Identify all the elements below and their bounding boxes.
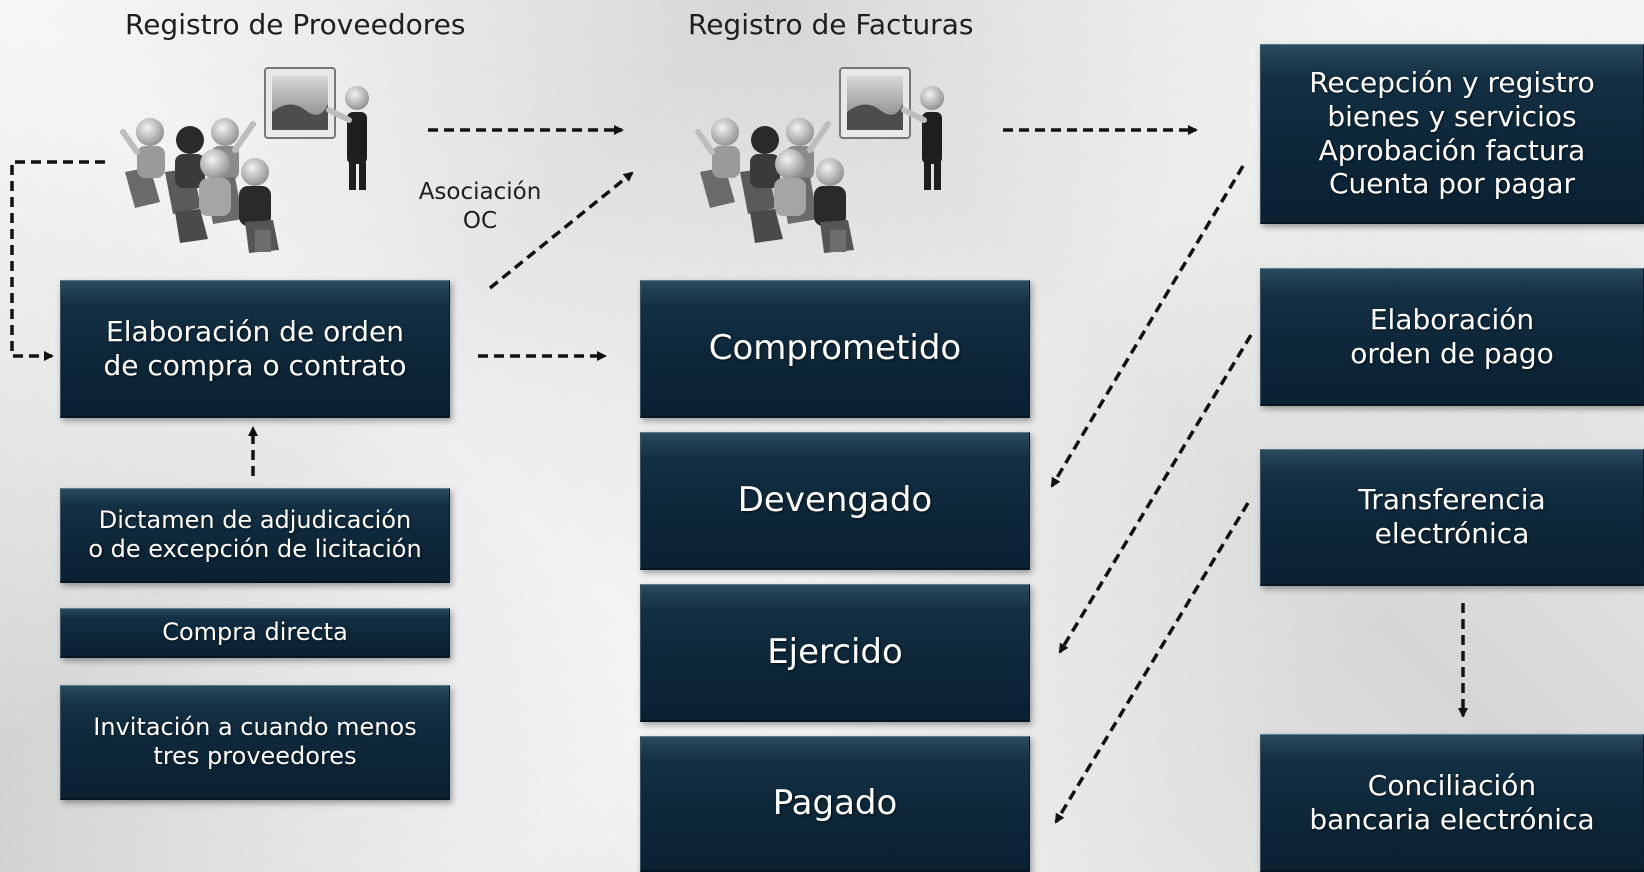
box-pagado: Pagado: [640, 736, 1030, 872]
arrow-asociacion-oc: [488, 171, 634, 290]
box-comprometido: Comprometido: [640, 280, 1030, 418]
arrow-recepcion-to-devengado: [1050, 165, 1245, 488]
asociacion-oc-label: Asociación OC: [418, 179, 542, 234]
box-invitacion-proveedores: Invitación a cuando menos tres proveedor…: [60, 685, 450, 800]
box-devengado: Devengado: [640, 432, 1030, 570]
box-transferencia-electronica: Transferencia electrónica: [1260, 449, 1644, 586]
heading-registro-proveedores: Registro de Proveedores: [125, 8, 466, 41]
box-elaboracion-orden-pago: Elaboración orden de pago: [1260, 268, 1644, 406]
arrow-transferencia-to-pagado: [1054, 502, 1250, 824]
box-conciliacion-bancaria: Conciliación bancaria electrónica: [1260, 734, 1644, 872]
presentation-meeting-icon: [695, 67, 944, 253]
box-ejercido: Ejercido: [640, 584, 1030, 722]
arrow-orden-pago-to-ejercido: [1058, 334, 1253, 654]
arrow-loop-to-orden: [10, 160, 105, 361]
box-compra-directa: Compra directa: [60, 608, 450, 658]
box-dictamen-adjudicacion: Dictamen de adjudicación o de excepción …: [60, 488, 450, 583]
box-elaboracion-orden-compra: Elaboración de orden de compra o contrat…: [60, 280, 450, 418]
heading-registro-facturas: Registro de Facturas: [688, 8, 974, 41]
presentation-meeting-icon: [120, 67, 369, 253]
box-recepcion-registro: Recepción y registro bienes y servicios …: [1260, 44, 1644, 224]
